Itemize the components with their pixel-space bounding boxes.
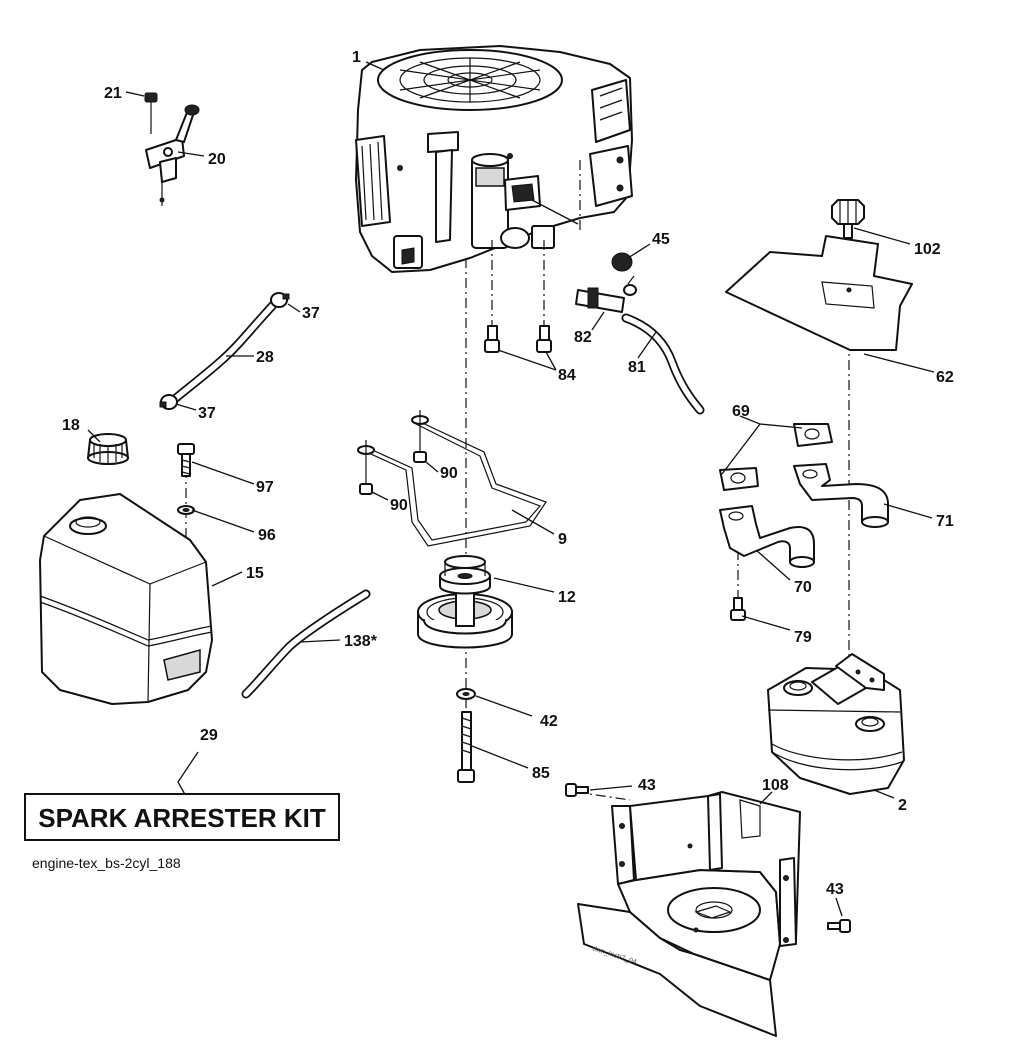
drawing-reference: engine-tex_bs-2cyl_188 — [32, 855, 181, 871]
callout-hose-clamp-bottom: 37 — [198, 405, 216, 422]
fuel-cap — [87, 433, 129, 465]
callout-belt-guide: 9 — [558, 531, 567, 548]
callout-pulley: 12 — [558, 589, 576, 606]
callout-hose-clamp-top: 37 — [302, 305, 320, 322]
callout-cap-45: 45 — [652, 231, 670, 248]
callout-exhaust-pipe-right: 71 — [936, 513, 954, 530]
washer-96 — [177, 505, 195, 515]
callout-bolt-85: 85 — [532, 765, 550, 782]
muffler — [767, 653, 905, 795]
drain-hose — [621, 313, 705, 415]
engine — [355, 45, 633, 273]
callout-bolt-90-top: 90 — [440, 465, 458, 482]
throttle-control — [145, 104, 200, 206]
knob — [831, 199, 865, 239]
callout-spark-arrester: 29 — [200, 727, 218, 744]
bolt-90-top — [413, 410, 427, 463]
fuel-tank — [39, 493, 213, 705]
callout-bolt-79: 79 — [794, 629, 812, 646]
callout-exhaust-pipe-left: 70 — [794, 579, 812, 596]
bolt-43-right — [827, 919, 851, 933]
callout-bolt-97: 97 — [256, 479, 274, 496]
drain-valve — [575, 275, 637, 313]
throttle-bolt — [144, 92, 158, 134]
bolt-84 — [484, 325, 552, 353]
callout-bolt-43-right: 43 — [826, 881, 844, 898]
callout-muffler-shield: 108 — [762, 777, 789, 794]
callout-fuel-cap: 18 — [62, 417, 80, 434]
callout-drain-hose: 81 — [628, 359, 646, 376]
hose-clamp-bottom — [159, 394, 178, 410]
exhaust-pipe-left — [719, 505, 815, 568]
pulley — [417, 555, 513, 649]
fuel-hose — [171, 299, 279, 403]
washer-42 — [456, 688, 476, 700]
callout-bolt-90-bottom: 90 — [390, 497, 408, 514]
bolt-79 — [730, 597, 746, 621]
bolt-85 — [457, 711, 475, 783]
callout-bolt-43-left: 43 — [638, 777, 656, 794]
callout-fuel-line: 138* — [344, 633, 378, 650]
callout-engine: 1 — [352, 49, 361, 66]
fuel-line — [241, 589, 371, 699]
callout-heat-shield: 62 — [936, 369, 954, 386]
hose-clamp-top — [270, 292, 290, 308]
bolt-43-left — [565, 783, 589, 797]
bolt-97 — [177, 443, 195, 477]
callout-drain-valve: 82 — [574, 329, 592, 346]
exhaust-pipe-right — [793, 463, 889, 528]
spark-arrester-kit-box: SPARK ARRESTER KIT — [24, 793, 340, 841]
callout-bolt-84: 84 — [558, 367, 576, 384]
muffler-shield: dwn_Instr7_04 — [577, 791, 801, 1037]
heat-shield — [725, 235, 913, 351]
callout-washer-42: 42 — [540, 713, 558, 730]
callout-washer-96: 96 — [258, 527, 276, 544]
callout-gasket: 69 — [732, 403, 750, 420]
gasket — [719, 423, 833, 491]
cap-45 — [611, 252, 633, 272]
callout-knob: 102 — [914, 241, 941, 258]
callout-muffler: 2 — [898, 797, 907, 814]
leader-lines — [87, 61, 935, 917]
spark-arrester-kit-label: SPARK ARRESTER KIT — [38, 803, 326, 833]
callout-fuel-hose: 28 — [256, 349, 274, 366]
callout-fuel-tank: 15 — [246, 565, 264, 582]
belt-guide — [357, 415, 547, 547]
bolt-90-bottom — [359, 440, 373, 495]
callout-throttle-control: 20 — [208, 151, 226, 168]
callout-throttle-bolt: 21 — [104, 85, 122, 102]
